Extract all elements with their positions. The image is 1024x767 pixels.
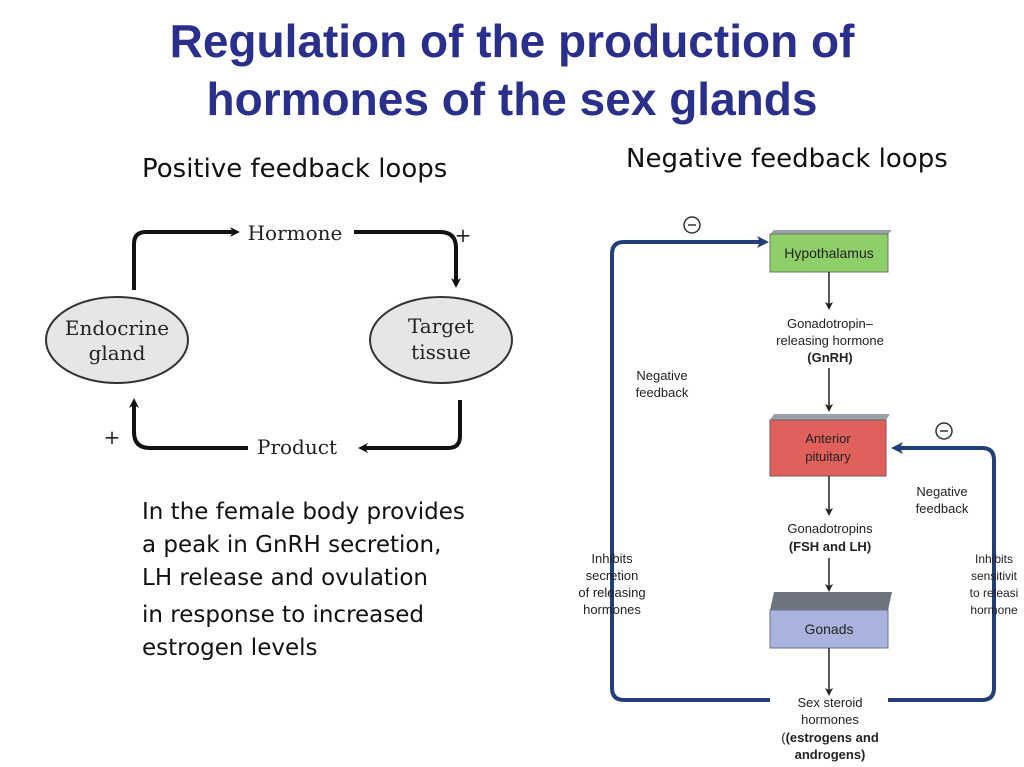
page-title: Regulation of the production of hormones… (0, 12, 1024, 128)
hormone-arrow-right (354, 230, 461, 288)
hypothalamus-top-face (770, 230, 892, 234)
positive-heading: Positive feedback loops (142, 154, 448, 184)
hormone-label: Hormone (248, 221, 343, 245)
hormone-arrow-left (132, 227, 240, 290)
gonads-box (769, 609, 889, 649)
pituitary-label-2: pituitary (805, 449, 851, 464)
description-line-5: estrogen levels (142, 635, 318, 661)
description-line-2: a peak in GnRH secretion, (142, 532, 442, 558)
steroid-label-2: hormones (801, 712, 859, 727)
negative-heading: Negative feedback loops (626, 144, 948, 174)
left-feedback-loop (610, 236, 770, 702)
anterior-pituitary-box (769, 419, 887, 477)
positive-description: In the female body provides a peak in Gn… (142, 496, 522, 665)
inhibits-left-4: hormones (583, 602, 641, 617)
steroid-label-1: Sex steroid (797, 695, 862, 710)
pituitary-label-1: Anterior (805, 431, 851, 446)
gonads-top-face (770, 592, 892, 610)
inhibits-left-3: of releasing (578, 585, 645, 600)
inhibits-right-4: hormone (970, 603, 1018, 617)
inhibits-left-1: Inhibits (591, 551, 633, 566)
right-feedback-loop (888, 442, 996, 702)
neg-feedback-left-2: feedback (636, 385, 689, 400)
pituitary-top-face (770, 414, 890, 420)
product-arrow-right (358, 400, 462, 453)
description-line-1: In the female body provides (142, 499, 465, 525)
target-tissue-label-2: tissue (411, 340, 471, 364)
product-label: Product (257, 435, 337, 459)
endocrine-gland-node (45, 296, 189, 384)
description-line-4: in response to increased (142, 602, 424, 628)
gnrh-label-3: (GnRH) (807, 350, 853, 365)
steroid-label-4: androgens) (795, 747, 866, 762)
gonadotropins-label-1: Gonadotropins (787, 521, 873, 536)
gnrh-label-2: releasing hormone (776, 333, 884, 348)
title-line-1: Regulation of the production of (169, 15, 855, 67)
hypothalamus-box (769, 233, 889, 273)
gonadotropins-label-2: (FSH and LH) (789, 539, 871, 554)
neg-feedback-right-2: feedback (916, 501, 969, 516)
inhibits-right-1: Inhibits (975, 552, 1013, 566)
neg-feedback-right-1: Negative (916, 484, 967, 499)
inhibits-right-2: sensitivit (971, 569, 1018, 583)
plus-sign-bottom: + (104, 425, 121, 449)
title-line-2: hormones of the sex glands (206, 73, 818, 125)
inhibits-right-3: to releasi (970, 586, 1019, 600)
inhibits-left-2: secretion (586, 568, 639, 583)
target-tissue-node (369, 296, 513, 384)
gnrh-label-1: Gonadotropin– (787, 316, 874, 331)
description-line-3: LH release and ovulation (142, 565, 428, 591)
steroid-label-3: ((estrogens and (781, 730, 879, 745)
neg-feedback-left-1: Negative (636, 368, 687, 383)
hypothalamus-label: Hypothalamus (784, 245, 874, 261)
plus-sign-top: + (455, 223, 472, 247)
endocrine-gland-label-2: gland (89, 341, 146, 365)
endocrine-gland-label-1: Endocrine (65, 316, 169, 340)
target-tissue-label-1: Target (408, 314, 474, 338)
gonads-label: Gonads (804, 621, 853, 637)
product-arrow-left (129, 398, 248, 450)
